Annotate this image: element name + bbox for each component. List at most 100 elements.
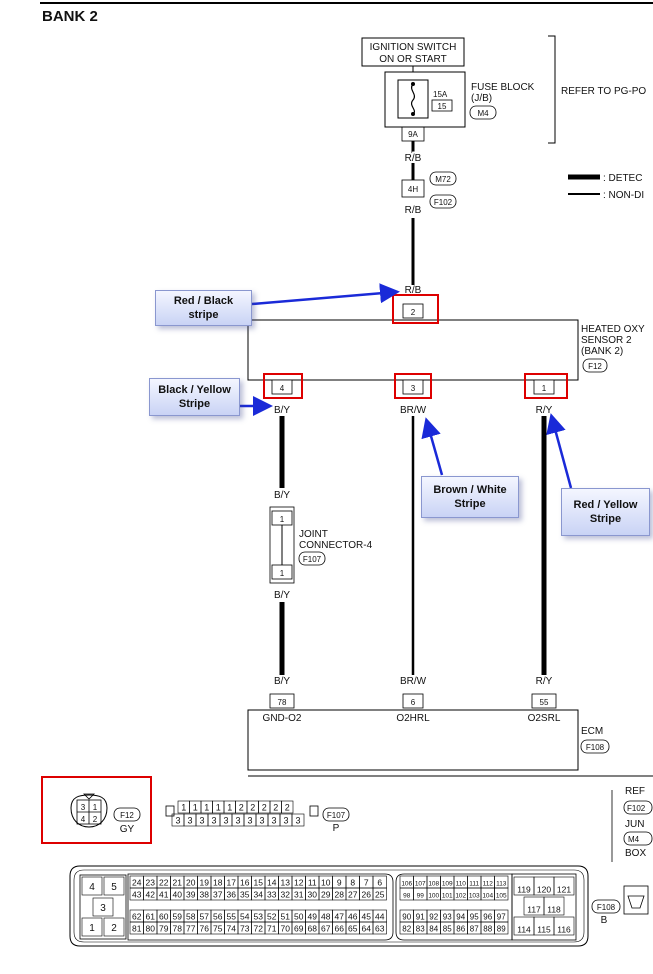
legend-detect: : DETEC [603, 173, 642, 184]
f108-g1r2-pin: 42 [146, 890, 156, 900]
f108-g2r3-pin: 94 [456, 913, 465, 922]
sensor-pin-2: 2 [411, 308, 416, 317]
f108-right3-pin: 114 [517, 925, 531, 935]
f108-g2r1-pin: 110 [456, 881, 467, 888]
side-ref-d: M4 [628, 835, 640, 844]
joint-label-2: CONNECTOR-4 [299, 540, 373, 551]
f108-g2r4-pin: 85 [443, 925, 452, 934]
f108-g1r3-pin: 62 [132, 912, 142, 922]
f108-g1r3-pin: 47 [335, 912, 345, 922]
f108-g1r4-pin: 78 [173, 924, 183, 934]
f12-conn-label: F12 [120, 811, 134, 820]
callout-black-yellow: Black / Yellow Stripe [149, 378, 240, 416]
f108-g1r3-pin: 52 [267, 912, 277, 922]
f108-right3-pin: 116 [557, 925, 571, 935]
f107-bottom-pin: 3 [235, 816, 240, 826]
f108-g1r3-pin: 50 [294, 912, 304, 922]
f108-g1r3-pin: 51 [281, 912, 291, 922]
f108-g2r2-cell [494, 887, 509, 901]
f108-g2r1-pin: 111 [469, 881, 479, 888]
f108-g1r1-pin: 22 [159, 878, 169, 888]
legend-nondetect: : NON-DI [603, 190, 644, 201]
f108-g2r2-pin: 103 [469, 893, 480, 900]
f108-right3-cell [553, 916, 575, 936]
f108-g1r4-pin: 69 [294, 924, 304, 934]
f108-g2r4-pin: 86 [456, 925, 465, 934]
f108-g1r1-pin: 19 [200, 878, 210, 888]
svg-text:2: 2 [93, 815, 98, 824]
heated-oxy-sensor-box [247, 319, 579, 381]
highlight-pin-3 [394, 373, 432, 399]
f108-g2r2-pin: 99 [417, 893, 425, 900]
ecm-terminal-55: 55 [540, 698, 549, 707]
f108-g1r3-pin: 49 [308, 912, 318, 922]
f108-g1r4-cell [372, 921, 387, 935]
wire-label-by-1: B/Y [274, 405, 290, 416]
fuse-icon [410, 83, 416, 115]
joint-conn-f107: F107 [303, 555, 322, 564]
f107-bottom-pin: 3 [187, 816, 192, 826]
sensor-label-2: SENSOR 2 [581, 335, 632, 346]
side-ref-a: REF [625, 786, 645, 797]
f107-bottom-pin: 3 [295, 816, 300, 826]
f108-g1r1-pin: 13 [281, 878, 291, 888]
side-ref-c: JUN [625, 819, 644, 830]
f107-bottom-pin: 3 [271, 816, 276, 826]
f107-bottom-pin: 3 [175, 816, 180, 826]
f108-g1r1-pin: 23 [146, 878, 156, 888]
connector-4h-label: 4H [408, 185, 418, 194]
f108-left-cell [92, 897, 114, 917]
f108-left-cell [103, 917, 125, 937]
f107-color: P [333, 823, 340, 834]
f108-g1r4-pin: 65 [348, 924, 358, 934]
f108-g2r3-pin: 96 [483, 913, 492, 922]
sensor-label-1: HEATED OXY [581, 324, 645, 335]
callout-brown-white: Brown / White Stripe [421, 476, 519, 518]
f108-g1r4-pin: 81 [132, 924, 142, 934]
f108-g2r1-pin: 113 [496, 881, 507, 888]
f108-left-pin: 1 [89, 923, 95, 934]
f108-g1r1-pin: 14 [267, 878, 277, 888]
f107-top-pin: 2 [262, 803, 267, 813]
ecm-terminal-6: 6 [411, 698, 416, 707]
f108-g1r4-pin: 70 [281, 924, 291, 934]
fuse-conn-m4: M4 [477, 109, 489, 118]
f108-g2r1-pin: 112 [483, 881, 494, 888]
f108-g2r2-pin: 104 [482, 893, 493, 900]
wire-label-ry-1: R/Y [536, 405, 553, 416]
f108-g1r1-pin: 8 [350, 878, 355, 888]
joint-pin-bottom: 1 [280, 569, 285, 578]
f108-outline [69, 865, 589, 947]
f108-g1r2-pin: 34 [254, 890, 264, 900]
f108-g1r2-pin: 27 [348, 890, 358, 900]
fuse-amp: 15A [433, 90, 448, 99]
f108-g1r4-pin: 74 [227, 924, 237, 934]
refer-text: REFER TO PG-PO [561, 86, 646, 97]
f107-bottom-pin: 3 [223, 816, 228, 826]
f108-conn-label: F108 [597, 903, 616, 912]
f108-g1r3-pin: 45 [362, 912, 372, 922]
fuse-block-label: FUSE BLOCK [471, 82, 535, 93]
f108-g1r3-pin: 54 [240, 912, 250, 922]
sensor-pin-4: 4 [280, 384, 285, 393]
f108-g1r3-pin: 58 [186, 912, 196, 922]
f108-g1r2-pin: 31 [294, 890, 304, 900]
f108-g1r2-pin: 35 [240, 890, 250, 900]
f108-g2r3-pin: 93 [443, 913, 452, 922]
f108-g1r4-pin: 75 [213, 924, 223, 934]
f12-color: GY [120, 824, 135, 835]
side-ref-e: BOX [625, 848, 646, 859]
f107-top-pin: 1 [216, 803, 221, 813]
fuse-number: 15 [438, 102, 447, 111]
f108-g1r1-pin: 20 [186, 878, 196, 888]
f108-g1r4-pin: 63 [375, 924, 385, 934]
f108-left-pin: 4 [89, 882, 95, 893]
f108-g1r4-pin: 76 [200, 924, 210, 934]
f108-g1r4-pin: 68 [308, 924, 318, 934]
f108-right1-cell [553, 876, 575, 896]
f107-top-pin: 2 [239, 803, 244, 813]
page-title: BANK 2 [42, 8, 98, 25]
f108-g2r4-pin: 88 [483, 925, 492, 934]
f108-color: B [601, 915, 608, 926]
